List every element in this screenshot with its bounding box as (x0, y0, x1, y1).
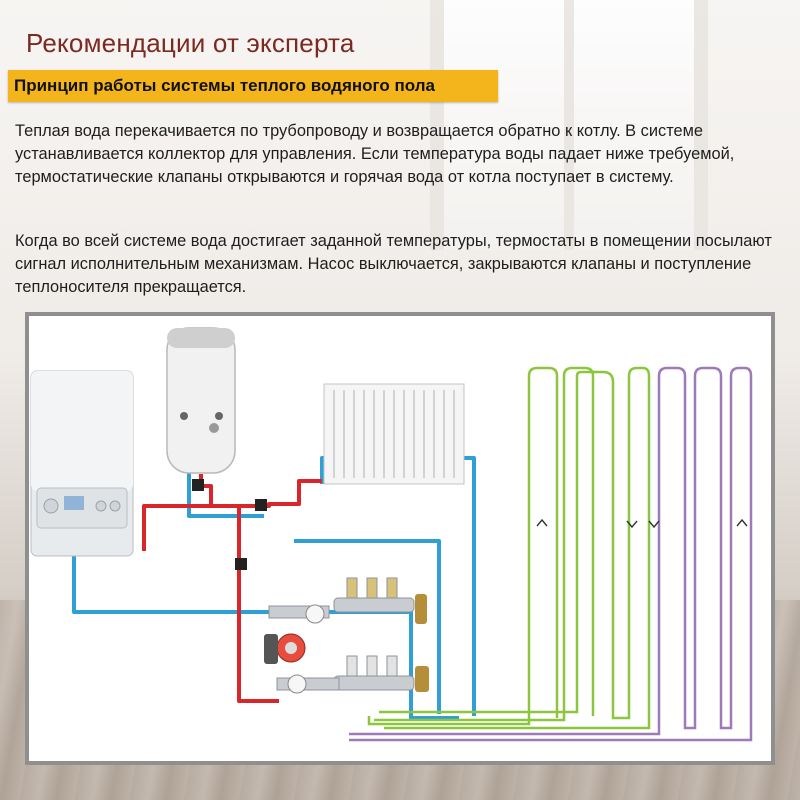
radiator-icon (323, 383, 465, 485)
boiler-icon (30, 370, 134, 557)
valve-icon (235, 558, 247, 570)
manifold-icon (333, 577, 429, 692)
valve-icon (255, 499, 267, 511)
background-window (430, 0, 708, 250)
floor-loops-icon (349, 366, 753, 742)
flow-direction-icons (536, 518, 748, 529)
valve-icon (192, 479, 204, 491)
heating-diagram (25, 312, 775, 765)
heating-diagram-svg (30, 327, 753, 742)
subtitle-text: Принцип работы системы теплого водяного … (14, 76, 435, 95)
water-tank-icon (166, 327, 236, 474)
pump-icon (264, 604, 340, 694)
hot-pipes (142, 474, 322, 703)
subtitle-bar: Принцип работы системы теплого водяного … (8, 70, 498, 102)
page-title: Рекомендации от эксперта (26, 28, 355, 58)
paragraph-1: Теплая вода перекачивается по трубопрово… (15, 122, 735, 186)
paragraph-2: Когда во всей системе вода достигает зад… (15, 232, 772, 296)
